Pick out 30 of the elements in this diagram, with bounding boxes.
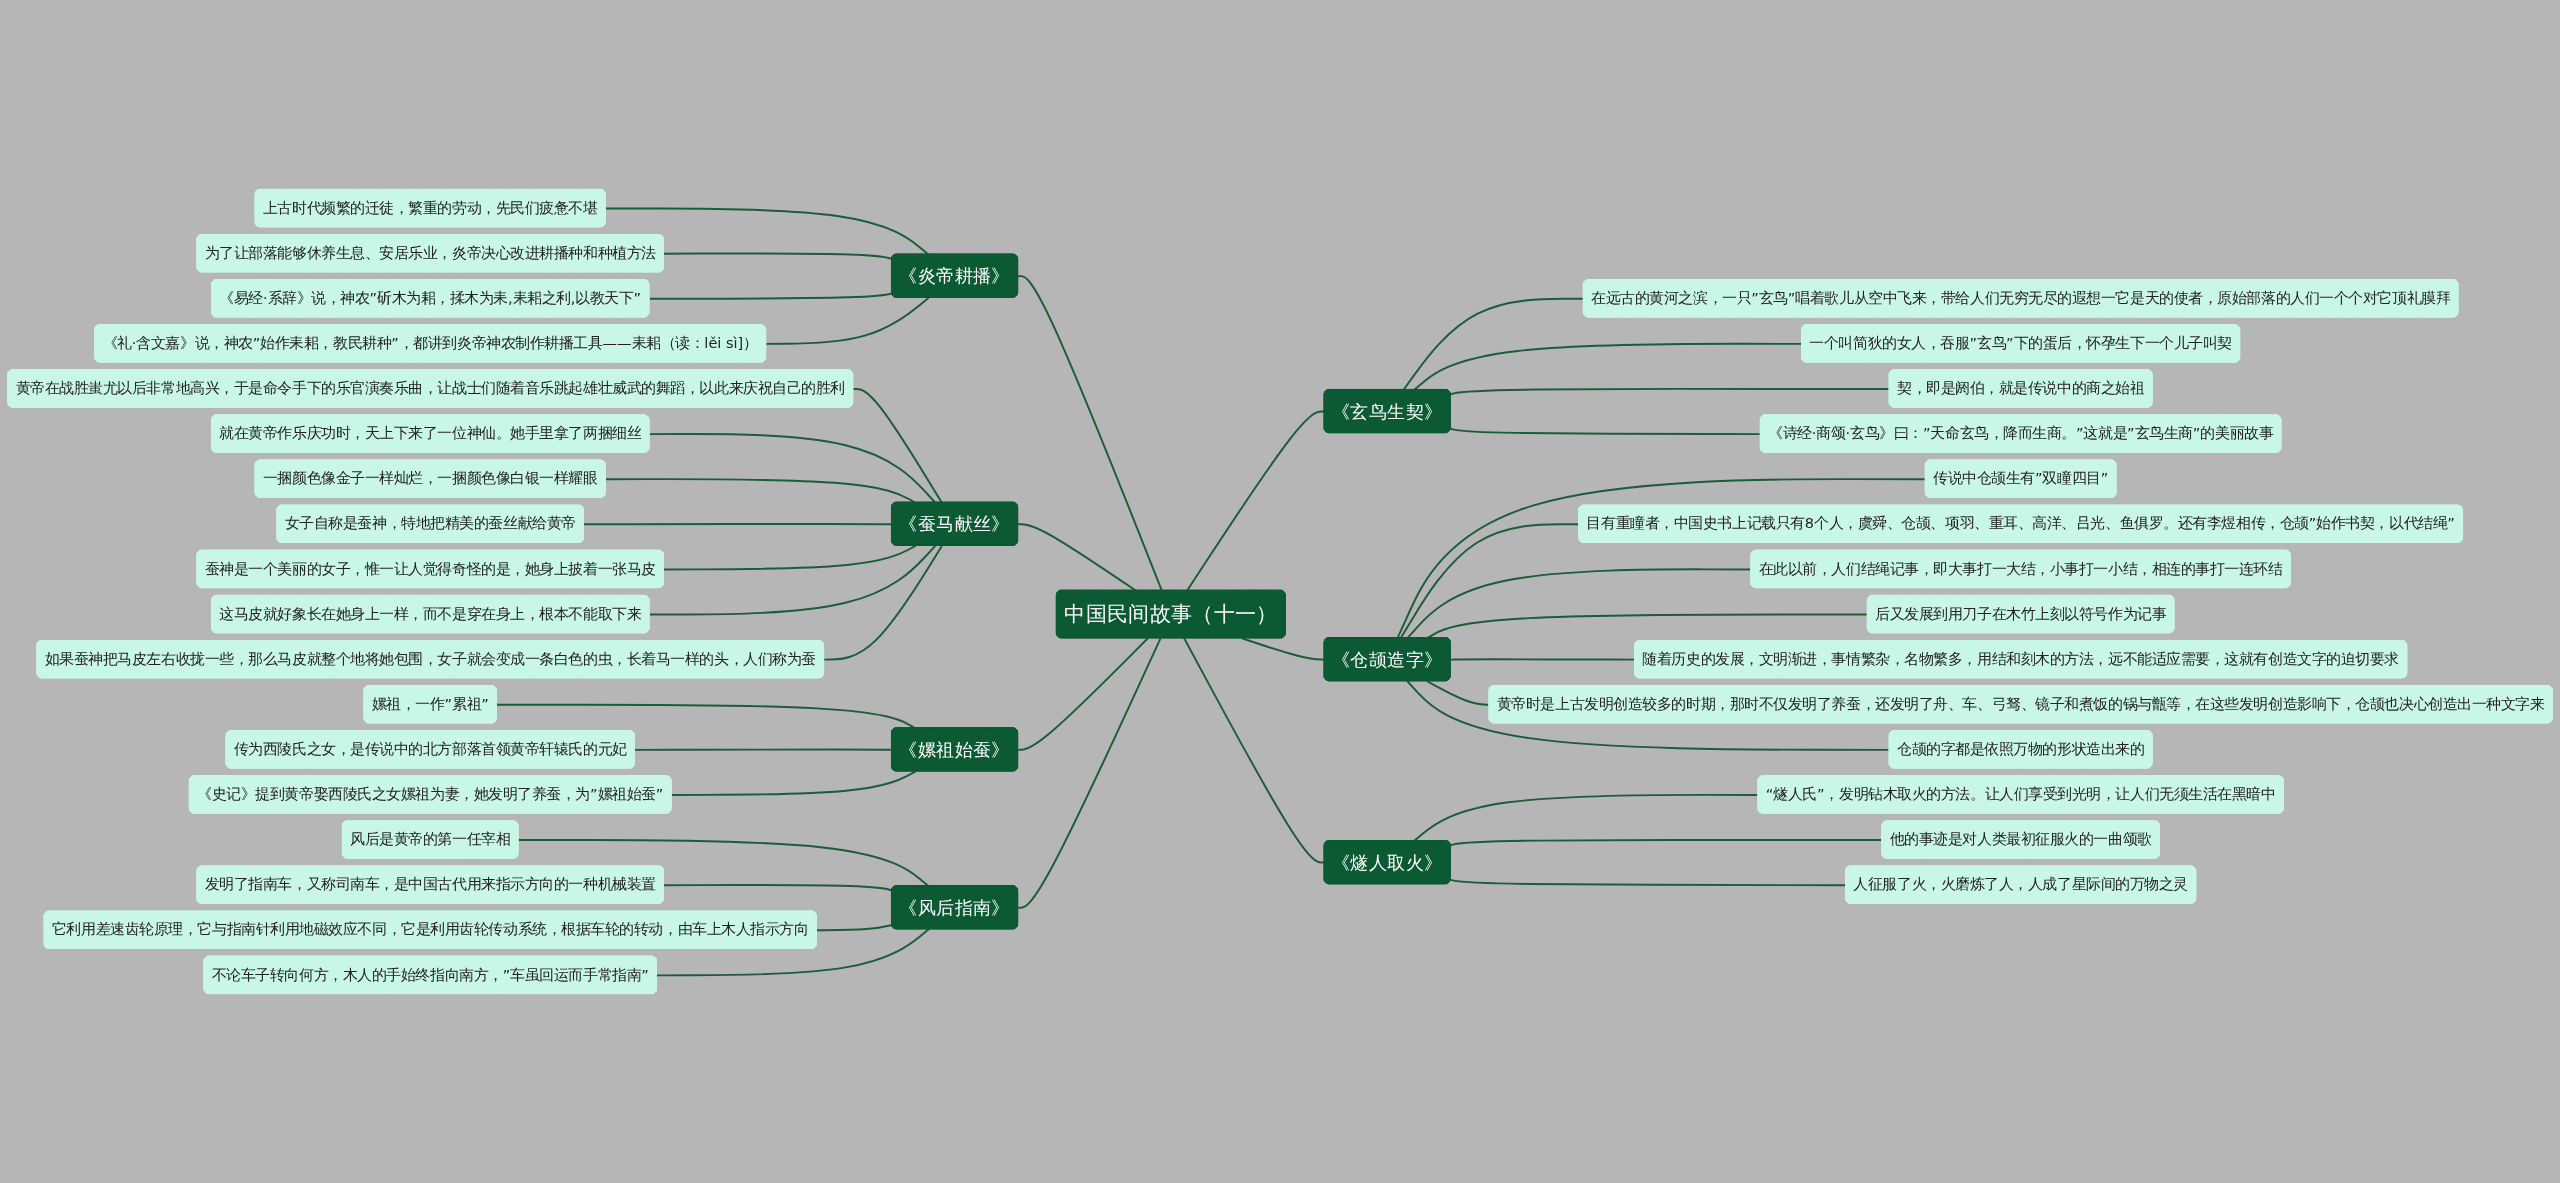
connector [604,207,930,256]
connector [604,478,917,504]
connector [1240,637,1326,661]
connector [648,433,937,504]
connector [663,544,917,571]
connector [1186,410,1326,592]
connector [1402,297,1585,391]
connector [1183,637,1326,864]
connector [663,884,893,892]
connector [1449,878,1847,887]
connector [648,292,893,300]
connector [663,252,893,260]
connector [633,748,893,751]
connector [815,924,893,932]
connector [823,544,943,661]
connector [1426,680,1491,706]
connector [656,928,930,977]
connector [1017,275,1163,592]
connector [1017,523,1138,592]
connector [852,387,943,504]
connector [1449,658,1636,661]
connector [1406,680,1891,751]
connector [648,544,937,616]
connector [1017,637,1162,909]
connector [1017,637,1149,751]
connector [1449,427,1762,436]
connector [670,770,917,796]
connector [765,296,930,345]
connector [583,523,893,526]
connector [1449,387,1891,396]
